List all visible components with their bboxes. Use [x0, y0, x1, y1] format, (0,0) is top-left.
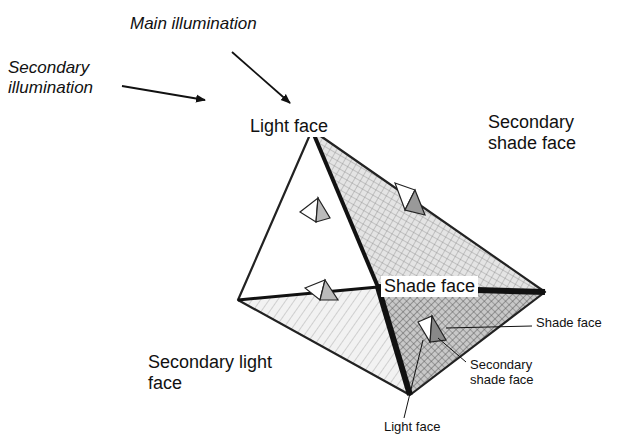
face-label: Light face: [247, 116, 331, 137]
facet-marks: [300, 183, 446, 342]
outline: [238, 130, 545, 395]
face-callout: Shade face: [536, 316, 602, 331]
secondary-light-face: [238, 287, 410, 395]
face-label: Secondary light face: [148, 352, 278, 393]
illumination-label: Main illumination: [130, 14, 257, 34]
face-label: Shade face: [381, 276, 478, 297]
face-callout: Light face: [384, 420, 440, 435]
face-callout: Secondary shade face: [470, 358, 562, 388]
edge: [378, 287, 410, 395]
face-label: Secondary shade face: [488, 112, 628, 153]
main-light-arrow: [232, 52, 290, 103]
edge: [312, 130, 378, 287]
illumination-label: Secondary illumination: [8, 58, 123, 97]
secondary-light-arrow: [122, 86, 205, 100]
